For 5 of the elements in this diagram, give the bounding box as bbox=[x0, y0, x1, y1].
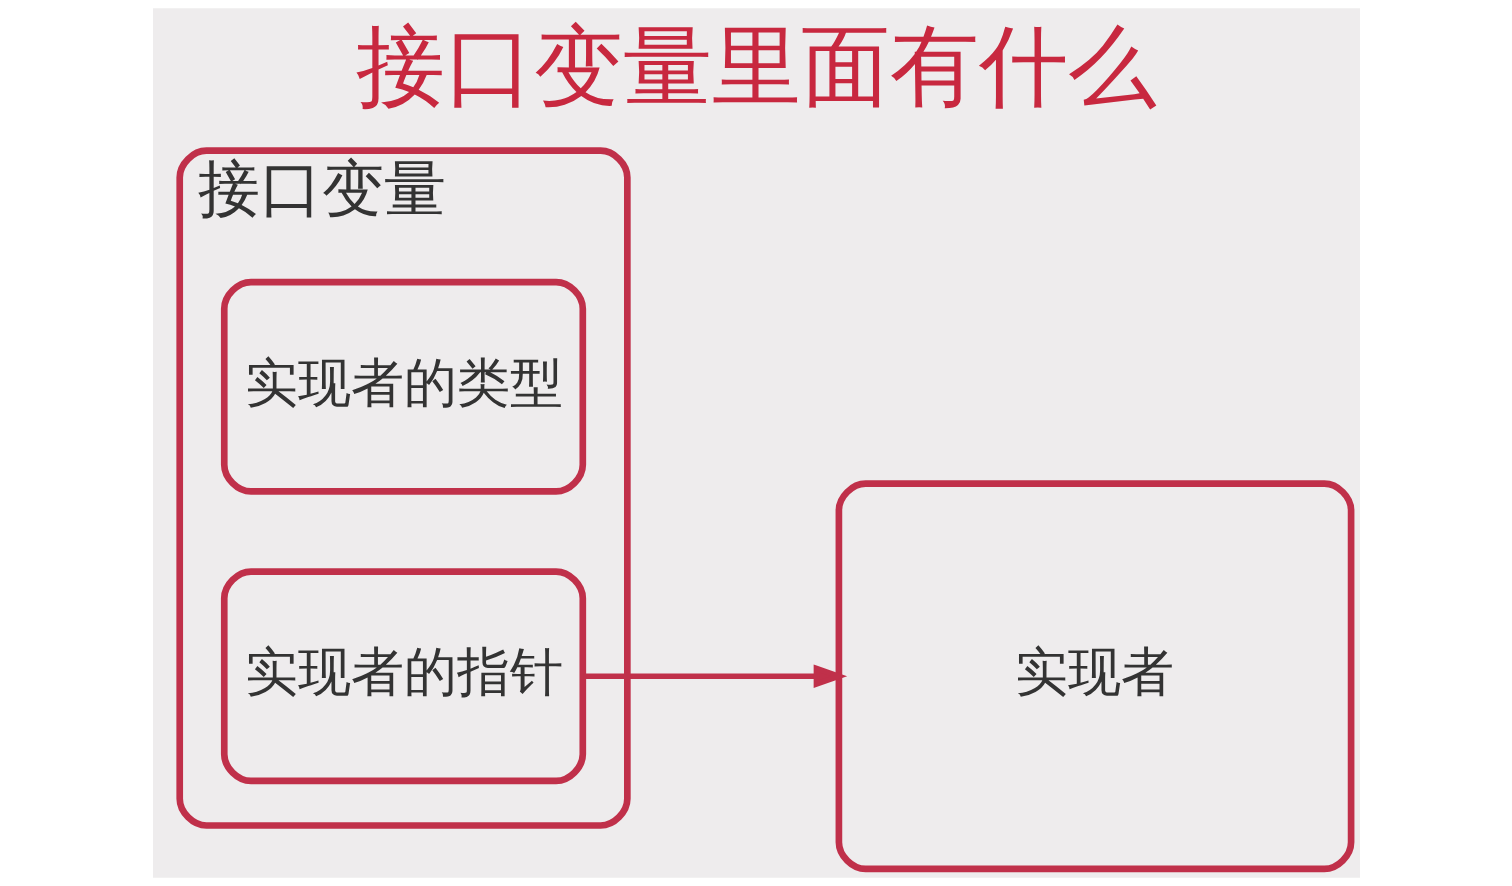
node-box: 实现者 bbox=[835, 480, 1354, 873]
node-box: 实现者的指针 bbox=[220, 568, 586, 785]
diagram-title: 接口变量里面有什么 bbox=[355, 14, 1157, 119]
node-box: 实现者的类型 bbox=[220, 278, 586, 495]
arrow bbox=[583, 664, 847, 688]
